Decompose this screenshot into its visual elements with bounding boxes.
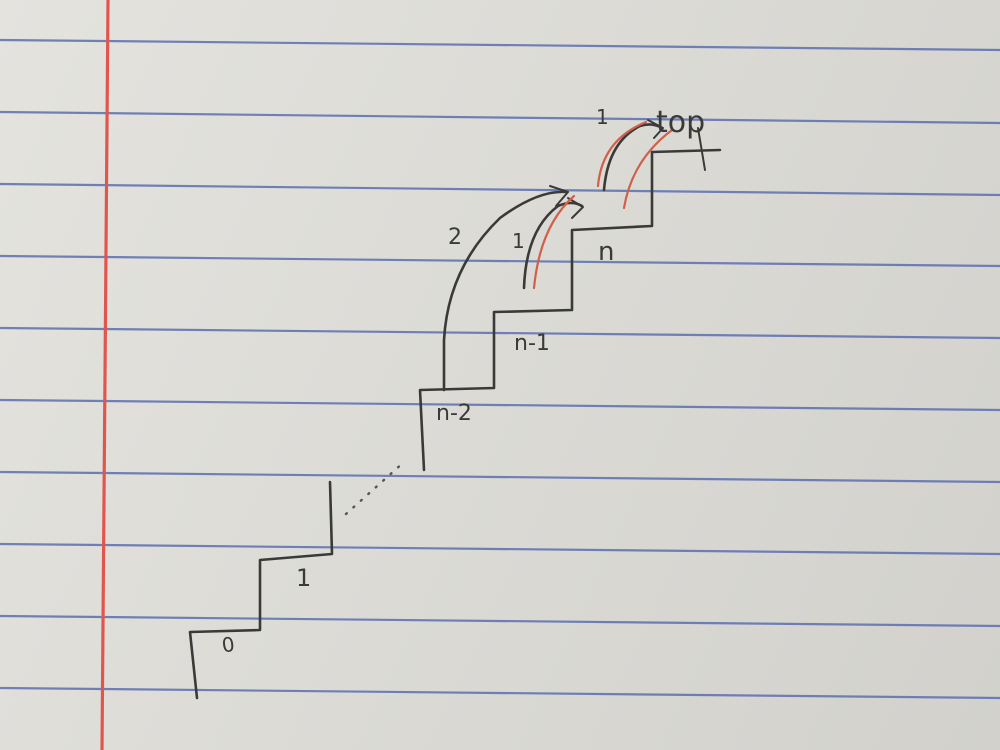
- one-step-arc-upper: [602, 123, 664, 192]
- jump-label-one-lower: 1: [512, 229, 525, 253]
- step-label-n: n: [598, 237, 614, 267]
- red-jump-upper-b: [622, 128, 674, 210]
- one-step-arc-lower: [522, 201, 584, 290]
- ruled-line: [0, 398, 1000, 412]
- step-label-0: 0: [220, 632, 236, 658]
- red-jump-lower: [532, 194, 576, 290]
- two-step-arrowhead: [549, 185, 569, 207]
- one-step-arrowhead-upper: [647, 119, 664, 139]
- ruled-line: [0, 326, 1000, 340]
- jump-label-one-upper: 1: [596, 105, 609, 129]
- step-label-1: 1: [296, 564, 311, 592]
- ruled-line: [0, 542, 1000, 556]
- one-step-arrowhead-lower: [567, 197, 584, 219]
- ruled-line: [0, 110, 1000, 125]
- step-label-n-1: n-1: [514, 331, 550, 356]
- ruled-line: [0, 470, 1000, 484]
- ruled-line: [0, 254, 1000, 268]
- top-label: top: [656, 105, 705, 140]
- top-post: [697, 127, 706, 171]
- ruled-line: [0, 686, 1000, 700]
- lower-stairs: [188, 480, 334, 700]
- ruled-line: [0, 182, 1000, 197]
- ruled-line: [0, 38, 1000, 52]
- jump-label-two: 2: [448, 225, 462, 250]
- step-label-n-2: n-2: [436, 401, 472, 426]
- red-jump-upper-a: [596, 120, 648, 188]
- ruled-line: [0, 614, 1000, 628]
- margin-line: [100, 0, 110, 750]
- ruled-lines: [0, 38, 1000, 700]
- ellipsis-dots: [344, 460, 406, 516]
- two-step-arc: [442, 190, 568, 392]
